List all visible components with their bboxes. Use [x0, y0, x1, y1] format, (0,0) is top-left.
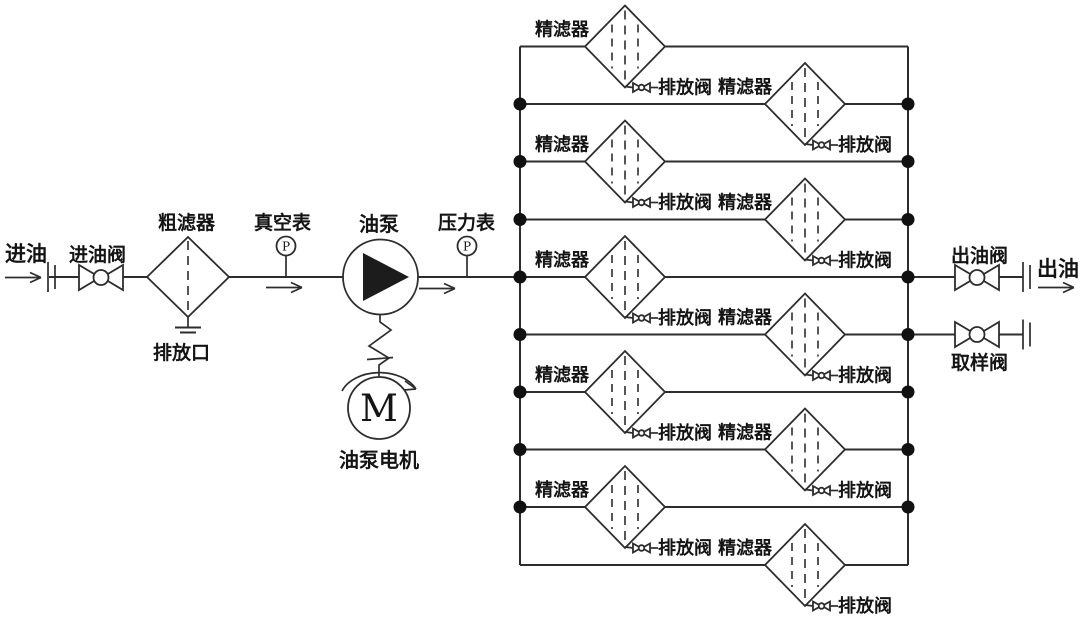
coarse-filter: 粗滤器 排放口 — [145, 211, 231, 364]
rotation-arrow-head — [403, 388, 417, 391]
motor-letter: M — [360, 387, 398, 430]
fine-filter-icon — [764, 407, 846, 496]
fine-filter-label: 精滤器 — [535, 134, 590, 156]
fine-filter: 精滤器 排放阀 — [535, 119, 712, 214]
junction-dot — [513, 328, 527, 341]
pump-label: 油泵 — [359, 212, 399, 236]
junction-dot — [513, 443, 527, 456]
fine-filter-icon — [584, 4, 666, 93]
fine-filter: 精滤器 排放阀 — [718, 62, 892, 156]
fine-filter-icon — [584, 235, 666, 324]
fine-filter: 精滤器 排放阀 — [535, 235, 712, 329]
flow-arrow-icon — [418, 282, 456, 295]
junction-dot — [901, 213, 915, 226]
fine-filter-icon — [584, 465, 666, 554]
fine-filter: 精滤器 排放阀 — [535, 350, 712, 444]
vacuum-gauge-letter: P — [282, 240, 290, 254]
fine-filter: 精滤器 排放阀 — [718, 407, 892, 502]
coupling-icon — [367, 314, 393, 377]
fine-filter-icon — [584, 350, 666, 439]
fine-filter-icon — [764, 292, 846, 381]
sampling-valve-label: 取样阀 — [951, 351, 1008, 374]
drain-valve-label: 排放阀 — [658, 537, 712, 559]
flow-arrow-icon — [265, 281, 303, 294]
outlet-valve-icon — [954, 264, 1000, 291]
junction-dot — [513, 155, 527, 168]
fine-filter-label: 精滤器 — [718, 76, 773, 98]
drain-valve-label: 排放阀 — [658, 422, 712, 444]
junction-dot — [513, 500, 527, 514]
drain-valve-label: 排放阀 — [658, 307, 712, 329]
fine-filter-label: 精滤器 — [718, 537, 773, 559]
drain-valve-label: 排放阀 — [838, 365, 892, 387]
junction-dot — [901, 500, 915, 514]
junction-dots — [513, 97, 915, 514]
motor-label: 油泵电机 — [339, 448, 419, 472]
drain-valve-label: 排放阀 — [838, 250, 892, 272]
drain-port-label: 排放口 — [153, 341, 210, 364]
outlet-flow-arrow-icon — [1037, 281, 1075, 294]
pressure-gauge-letter: P — [463, 240, 471, 254]
rotation-arrow-icon — [341, 371, 417, 392]
fine-filter-icon — [764, 177, 846, 266]
fine-filter-label: 精滤器 — [535, 19, 590, 41]
junction-dot — [901, 328, 915, 341]
junction-dot — [901, 443, 915, 456]
motor-icon — [347, 376, 411, 440]
outlet-pipe-connector-icon — [1022, 261, 1031, 293]
rotation-arrow-head — [404, 380, 417, 390]
fine-filter: 精滤器 排放阀 — [718, 523, 892, 617]
junction-dot — [901, 155, 915, 168]
outlet-flow-label: 出油 — [1037, 257, 1079, 281]
drain-valve-label: 排放阀 — [838, 595, 892, 617]
pressure-gauge-label: 压力表 — [438, 211, 496, 234]
inlet-section: 进油 进油阀 — [4, 242, 126, 293]
junction-dot — [513, 97, 527, 111]
drain-valve-label: 排放阀 — [658, 192, 712, 214]
filter-bank: 精滤器 排放阀 精滤器 排放阀 精滤器 排放阀 精滤器 排放阀 精滤器 排放阀 — [513, 4, 915, 617]
junction-dot — [901, 270, 915, 284]
sampling-section: 取样阀 — [951, 318, 1031, 374]
drain-valve-label: 排放阀 — [658, 77, 712, 99]
inlet-valve-icon — [78, 264, 124, 291]
inlet-valve-label: 进油阀 — [69, 243, 126, 266]
sampling-pipe-connector-icon — [1022, 318, 1031, 351]
fine-filter: 精滤器 排放阀 — [535, 4, 712, 99]
junction-dot — [513, 385, 527, 399]
pressure-gauge: P 压力表 — [438, 211, 496, 278]
pump-rotor-icon — [363, 253, 409, 301]
vacuum-gauge: P 真空表 — [254, 211, 312, 294]
outlet-section: 出油阀 出油 — [951, 244, 1079, 294]
sampling-valve-icon — [954, 321, 1000, 348]
coarse-filter-label: 粗滤器 — [158, 211, 216, 234]
junction-dot — [901, 97, 915, 111]
junction-dot — [513, 213, 527, 226]
fine-filter-label: 精滤器 — [718, 192, 773, 214]
outlet-valve-label: 出油阀 — [951, 244, 1008, 267]
vacuum-gauge-label: 真空表 — [254, 211, 312, 234]
fine-filter-label: 精滤器 — [535, 364, 590, 386]
drain-valve-label: 排放阀 — [838, 480, 892, 502]
fine-filter-icon — [764, 62, 846, 151]
fine-filter-icon — [764, 523, 846, 612]
drain-valve-label: 排放阀 — [838, 134, 892, 156]
pump-unit: 油泵 M 油泵电机 — [339, 212, 456, 472]
fine-filter-icon — [584, 119, 666, 208]
inlet-flow-arrow-icon — [4, 271, 42, 284]
fine-filter-label: 精滤器 — [718, 422, 773, 444]
fine-filter-label: 精滤器 — [718, 307, 773, 329]
fine-filter-label: 精滤器 — [535, 479, 590, 501]
junction-dot — [513, 270, 527, 284]
fine-filter: 精滤器 排放阀 — [718, 177, 892, 272]
fine-filter-label: 精滤器 — [535, 249, 590, 271]
fine-filter: 精滤器 排放阀 — [535, 465, 712, 559]
junction-dot — [901, 385, 915, 399]
coupling-tick — [366, 356, 394, 361]
inlet-flow-label: 进油 — [5, 242, 47, 266]
fine-filter: 精滤器 排放阀 — [718, 292, 892, 387]
